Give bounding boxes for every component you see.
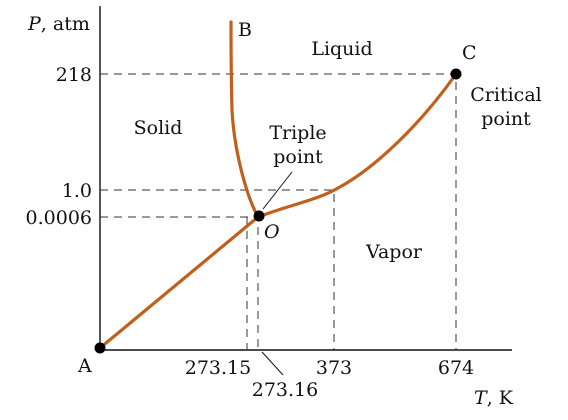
x-tick-674: 674: [438, 357, 474, 379]
triple-point-leader: [262, 171, 293, 210]
x-tick-273-16: 273.16: [252, 379, 318, 401]
x-tick-273-15: 273.15: [185, 357, 251, 379]
label-c: C: [462, 42, 477, 64]
guide-1-0: [100, 189, 335, 350]
x-axis-label: T, K: [474, 387, 514, 409]
label-b: B: [238, 19, 252, 41]
region-solid: Solid: [134, 117, 183, 139]
region-vapor: Vapor: [365, 241, 423, 263]
critical-point-annotation-line2: point: [481, 108, 531, 130]
guide-218: [100, 73, 457, 350]
sublimation-curve: [98, 215, 260, 350]
y-tick-218: 218: [56, 64, 92, 86]
y-tick-1-0: 1.0: [62, 180, 92, 202]
x-tick-373: 373: [316, 357, 352, 379]
point-a-dot: [94, 342, 106, 354]
y-tick-0-0006: 0.0006: [26, 207, 92, 229]
triple-point-annotation-line1: Triple: [269, 122, 326, 144]
critical-point-dot: [450, 68, 462, 80]
region-liquid: Liquid: [311, 38, 372, 60]
tick-273-16-leader: [261, 351, 284, 376]
melting-curve: [229, 20, 260, 219]
label-a: A: [77, 355, 92, 377]
y-axis-label: P, atm: [27, 13, 90, 35]
critical-point-annotation-line1: Critical: [470, 84, 541, 106]
label-o: O: [264, 221, 280, 243]
triple-point-annotation-line2: point: [273, 146, 323, 168]
triple-point-dot: [253, 210, 265, 222]
vaporization-curve: [256, 72, 458, 219]
